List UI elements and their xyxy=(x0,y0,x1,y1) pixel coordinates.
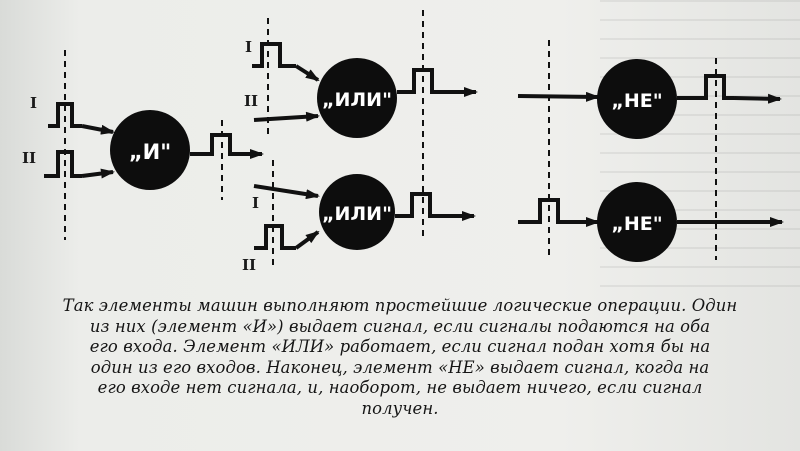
or-gate-bottom-circle xyxy=(319,174,395,250)
or-gate-top-group: I II „ИЛИ" xyxy=(244,10,478,240)
caption-line-5: его входе нет сигнала, и, наоборот, не в… xyxy=(97,378,703,398)
caption-line-3: его входа. Элемент «ИЛИ» работает, если … xyxy=(89,337,711,357)
caption-line-4: один из его входов. Наконец, элемент «НЕ… xyxy=(90,357,710,377)
or-bottom-input-1-arrow xyxy=(253,184,320,200)
or-top-input-2-arrow xyxy=(253,111,320,122)
and-input-label-2: II xyxy=(22,149,36,167)
or-bottom-input-label-1: I xyxy=(252,194,259,212)
or-top-input-label-2: II xyxy=(244,92,258,110)
caption-line-2: из них (элемент «И») выдает сигнал, если… xyxy=(89,316,711,336)
and-input-2-pulse xyxy=(44,150,82,178)
or-top-input-label-1: I xyxy=(245,38,252,56)
caption-line-6: получен. xyxy=(361,398,439,418)
not-top-output-pulse xyxy=(677,74,734,100)
and-input-1-pulse xyxy=(48,102,82,128)
or-bottom-input-label-2: II xyxy=(242,256,256,274)
or-top-input-1-pulse xyxy=(252,42,296,68)
or-gate-top-label: „ИЛИ" xyxy=(322,89,392,111)
or-top-output-pulse xyxy=(397,68,440,94)
and-input-2-arrow xyxy=(81,168,115,179)
not-gate-top-circle xyxy=(597,59,677,139)
or-bottom-input-2-pulse xyxy=(254,224,296,250)
not-top-input-arrow xyxy=(517,91,600,102)
or-bottom-output-pulse xyxy=(395,192,440,218)
or-gate-bottom-group: I II „ИЛИ" xyxy=(242,160,476,274)
or-gate-bottom-label: „ИЛИ" xyxy=(322,203,392,225)
caption-line-1: Так элементы машин выполняют простейшие … xyxy=(62,296,738,315)
not-gate-bottom-group: „НЕ" xyxy=(518,182,784,262)
and-input-1-arrow xyxy=(81,124,115,135)
not-bottom-input-pulse xyxy=(518,198,566,224)
and-gate-label: „И" xyxy=(129,140,171,164)
or-gate-top-circle xyxy=(317,58,397,138)
not-gate-top-group: „НЕ" xyxy=(517,40,782,260)
or-bottom-input-2-arrow xyxy=(294,230,320,250)
not-gate-top-label: „НЕ" xyxy=(611,90,662,112)
logic-gates-diagram: I II „И" I II „ИЛИ" I II „ИЛИ" xyxy=(22,10,784,274)
and-gate-group: I II „И" xyxy=(22,50,264,240)
or-top-input-1-arrow xyxy=(294,64,320,82)
figure-caption: Так элементы машин выполняют простейшие … xyxy=(10,296,790,420)
not-gate-bottom-circle xyxy=(597,182,677,262)
and-input-label-1: I xyxy=(30,94,37,112)
not-top-output-arrow xyxy=(733,93,782,104)
not-gate-bottom-label: „НЕ" xyxy=(611,213,662,235)
and-gate-circle xyxy=(110,110,190,190)
and-output-pulse xyxy=(190,133,238,156)
